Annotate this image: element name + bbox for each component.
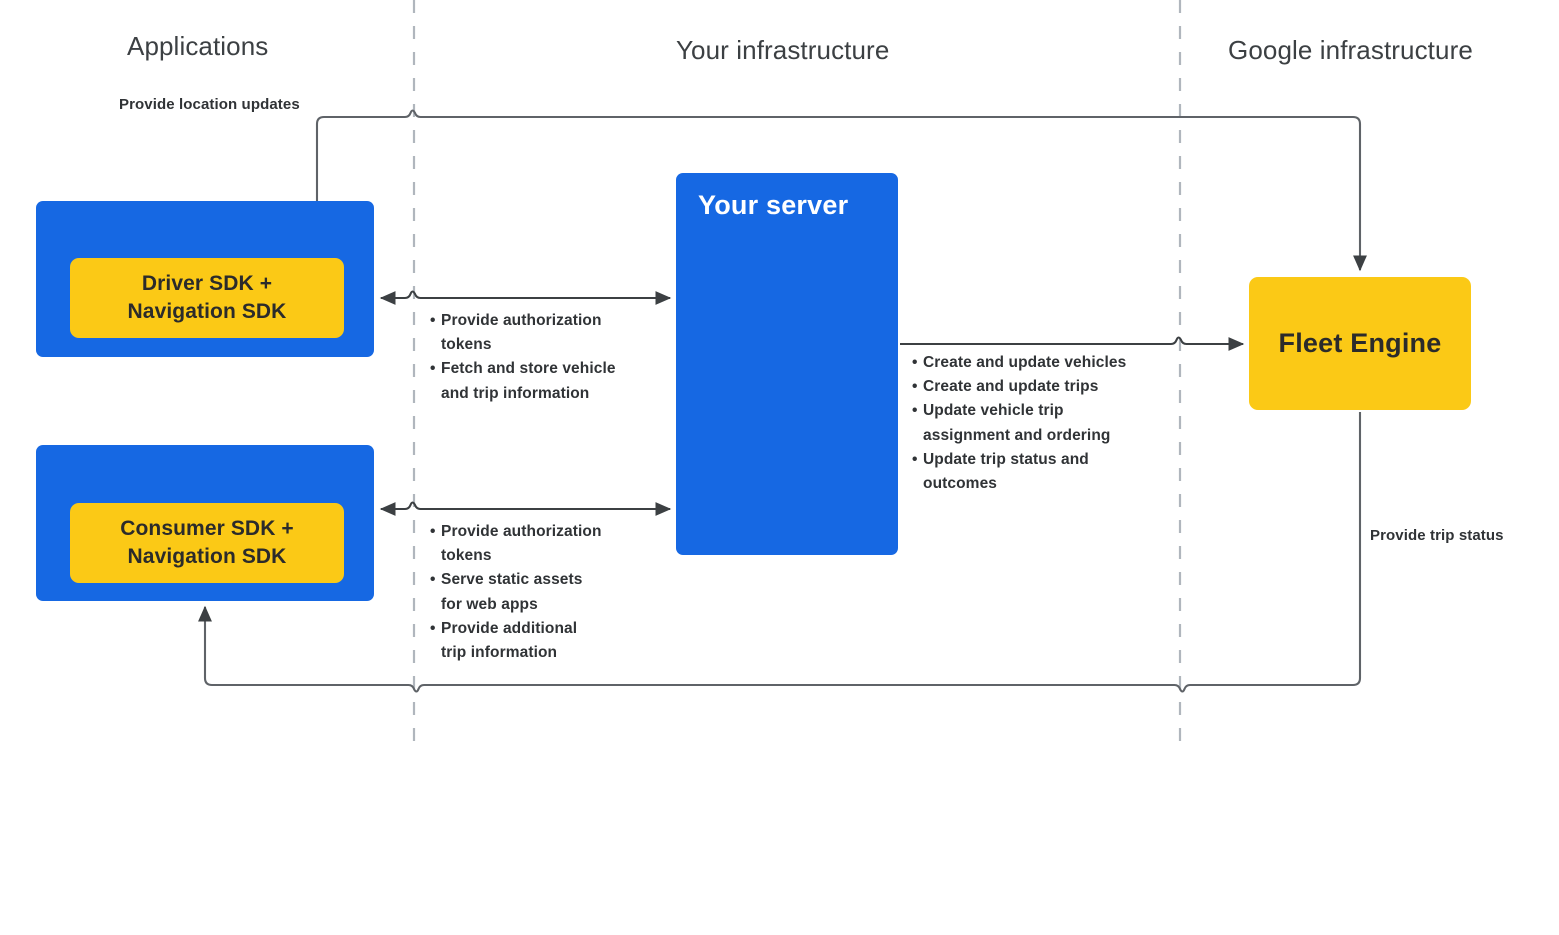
bullets-consumer-to-server: • Provide authorization tokens • Serve stat… — [430, 520, 655, 665]
bullet-item: • Create and update trips — [912, 375, 1162, 399]
connector-server-fleet-engine — [900, 336, 1245, 351]
bullet-dot-icon: • — [912, 378, 918, 396]
bullet-label: Serve static assets for web apps — [441, 571, 583, 613]
bullet-dot-icon: • — [912, 354, 918, 371]
bullet-label: Provide authorization tokens — [441, 523, 602, 565]
consumer-app-title: Consumer app — [109, 904, 301, 934]
label-provide-location-updates: Provide location updates — [119, 96, 300, 113]
bullet-dot-icon: • — [430, 523, 436, 540]
column-header-your-infrastructure: Your infrastructure — [676, 35, 890, 65]
bullet-item: • Update trip status and outcomes — [912, 448, 1162, 496]
bullet-dot-icon: • — [430, 619, 436, 637]
bullet-label: Update vehicle trip assignment and order… — [923, 402, 1111, 444]
fleet-engine-title: Fleet Engine — [1278, 328, 1442, 358]
node-your-server[interactable]: Your server — [676, 173, 898, 555]
connector-consumer-server — [379, 501, 672, 516]
diagram-canvas: Applications Your infrastructure Google … — [36, 0, 1504, 742]
bullet-label: Provide authorization tokens — [441, 312, 602, 354]
bullet-dot-icon: • — [430, 571, 436, 589]
label-provide-trip-status: Provide trip status — [1370, 527, 1504, 544]
bullet-item: • Provide additional trip information — [430, 617, 655, 665]
column-header-google-infrastructure: Google infrastructure — [1228, 35, 1473, 65]
bullet-label: Provide additional trip information — [441, 619, 578, 661]
consumer-sdk-label: Consumer SDK + Navigation SDK — [120, 516, 294, 568]
bullet-item: • Provide authorization tokens — [430, 309, 655, 357]
bullet-dot-icon: • — [430, 312, 436, 329]
bullet-item: • Create and update vehicles — [912, 351, 1162, 375]
bullet-item: • Serve static assets for web apps — [430, 568, 655, 616]
bullet-item: • Fetch and store vehicle and trip inform… — [430, 357, 655, 405]
driver-sdk-label: Driver SDK + Navigation SDK — [127, 271, 287, 323]
your-server-title: Your server — [698, 190, 849, 220]
connector-driver-server — [379, 290, 672, 305]
bullet-item: • Provide authorization tokens — [430, 520, 655, 568]
node-fleet-engine[interactable]: Fleet Engine — [1249, 277, 1471, 410]
column-header-applications: Applications — [127, 31, 269, 61]
bullet-dot-icon: • — [912, 450, 918, 468]
bullet-item: • Update vehicle trip assignment and orde… — [912, 399, 1162, 447]
bullet-dot-icon: • — [912, 402, 918, 420]
bullet-label: Create and update vehicles — [923, 354, 1127, 371]
bullet-dot-icon: • — [430, 360, 436, 378]
node-consumer-sdk[interactable]: Consumer SDK + Navigation SDK — [70, 503, 344, 583]
bullet-label: Create and update trips — [923, 378, 1099, 396]
bullets-driver-to-server: • Provide authorization tokens • Fetch and … — [430, 309, 655, 406]
driver-app-title: Driver app — [137, 415, 273, 445]
node-driver-sdk[interactable]: Driver SDK + Navigation SDK — [70, 258, 344, 338]
bullets-server-to-fleet-engine: • Create and update vehicles • Create and u… — [912, 351, 1162, 496]
bullet-label: Update trip status and outcomes — [923, 450, 1089, 492]
bullet-label: Fetch and store vehicle and trip informa… — [441, 360, 616, 402]
